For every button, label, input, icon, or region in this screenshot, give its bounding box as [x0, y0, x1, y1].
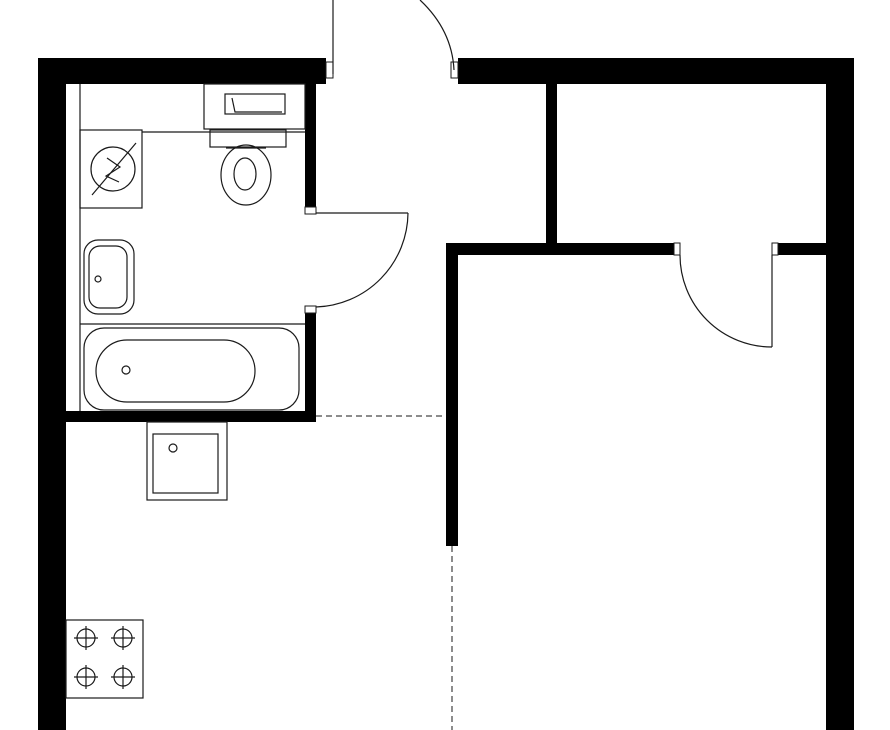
zone-boundaries — [316, 415, 453, 730]
bathroom-door-swing — [315, 212, 409, 308]
washbasin-icon — [83, 239, 135, 315]
washing-machine-icon — [79, 129, 143, 209]
bathroom — [79, 83, 306, 411]
storage-vertical-wall — [546, 84, 557, 244]
kitchen — [65, 421, 228, 699]
bathroom-door[interactable] — [304, 206, 409, 314]
bathtub-icon — [80, 323, 305, 411]
exterior-walls — [38, 58, 854, 730]
room-door-jamb-right — [771, 242, 779, 256]
burner-icon — [74, 665, 98, 689]
toilet-icon — [220, 144, 272, 206]
entrance-door-swing — [419, 0, 455, 71]
cooktop-icon — [65, 619, 144, 699]
right-wall — [826, 58, 854, 730]
entrance-door-jamb-left — [325, 61, 334, 79]
top-left-wall — [38, 58, 326, 84]
room-door-swing — [679, 254, 773, 348]
bathroom-door-jamb-top — [304, 206, 317, 215]
interior-walls — [66, 84, 826, 546]
burner-icon — [111, 626, 135, 650]
bathroom-right-wall-upper — [305, 84, 316, 212]
toilet-cistern-icon — [203, 83, 306, 148]
entrance-door-jamb-right — [450, 61, 459, 79]
room-top-wall-left — [446, 243, 674, 255]
bathroom-bottom-wall — [66, 411, 316, 422]
kitchen-sink-icon — [146, 421, 228, 501]
left-wall — [38, 58, 66, 730]
burner-icon — [74, 626, 98, 650]
top-right-wall — [458, 58, 854, 84]
room-left-wall — [446, 243, 458, 546]
bathroom-door-jamb-bottom — [304, 305, 317, 314]
entrance-door[interactable] — [325, 0, 459, 79]
room-door-jamb-left — [673, 242, 681, 256]
room-top-wall-right — [778, 243, 826, 255]
bathroom-right-wall-lower — [305, 312, 316, 422]
room-door[interactable] — [673, 242, 779, 348]
burner-icon — [111, 665, 135, 689]
